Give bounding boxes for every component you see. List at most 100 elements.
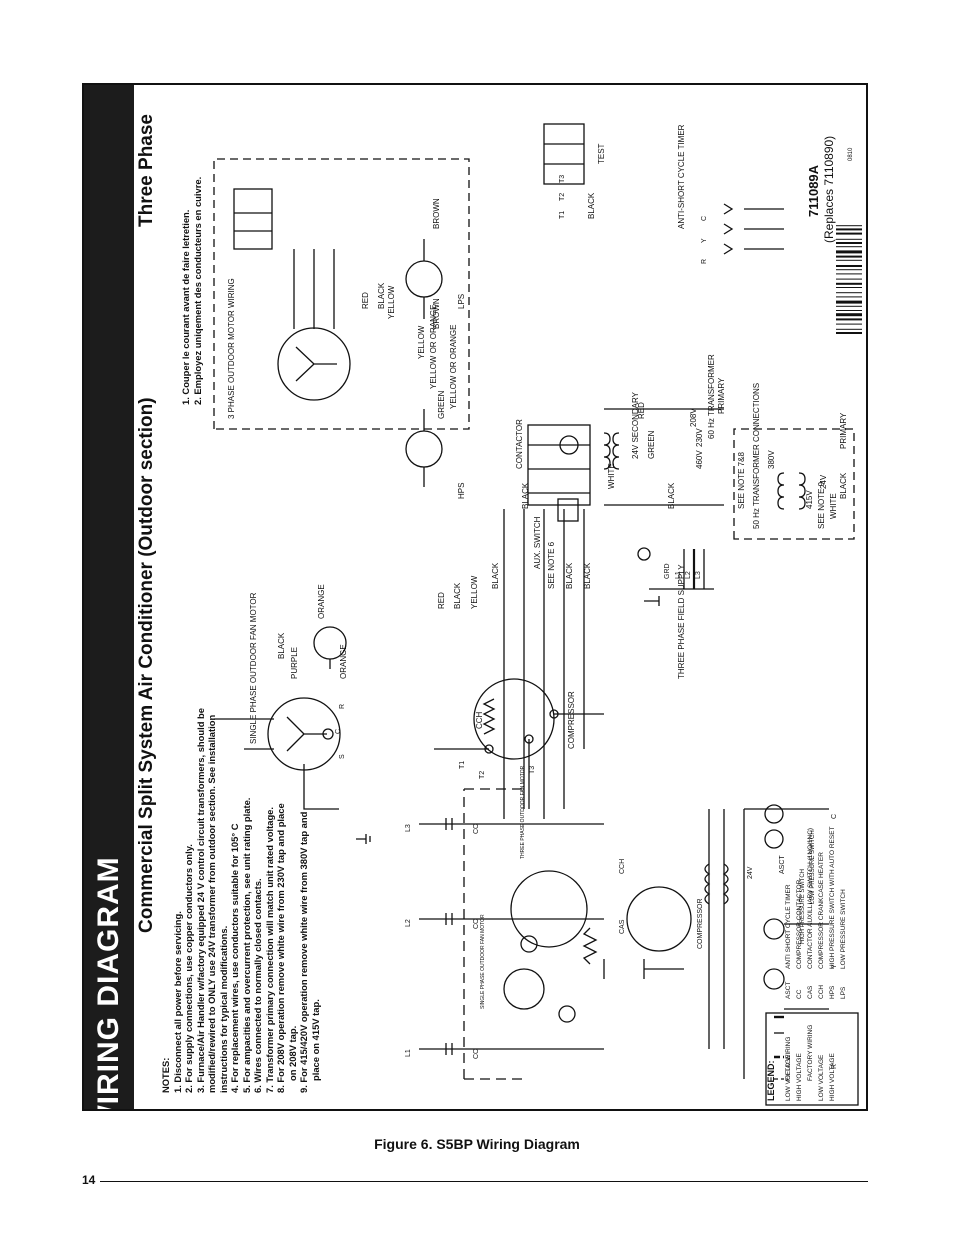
title-bar: WIRING DIAGRAM: [84, 85, 134, 1109]
barcode-bar: [836, 328, 862, 330]
schem-asct: ASCT: [779, 855, 786, 874]
barcode-bar: [836, 313, 862, 317]
barcode-bar: [836, 259, 862, 261]
page-number: 14: [82, 1173, 96, 1187]
barcode-bar: [836, 318, 862, 321]
barcode-bar: [836, 292, 862, 294]
transformer-50-label: 50 Hz TRANSFORMER CONNECTIONS: [752, 383, 761, 529]
v24-50: 24V: [819, 474, 828, 489]
barcode-bar: [836, 246, 862, 248]
legend-wiring-1-0: HIGH VOLTAGE: [796, 1053, 803, 1101]
barcode-bar: [836, 296, 862, 298]
legend-abbr-code-4: HPS: [829, 985, 836, 999]
schem-l2: L2: [405, 919, 412, 927]
asct-y: Y: [701, 238, 708, 243]
wire-orange-1: ORANGE: [339, 644, 348, 679]
barcode-bar: [836, 269, 862, 271]
schem-r: R: [831, 1064, 838, 1069]
wiring-diagram-sheet: WIRING DIAGRAM Commercial Split System A…: [82, 83, 868, 1111]
legend-title: LEGEND:: [766, 1060, 776, 1101]
barcode-bar: [836, 300, 862, 304]
wire-black-6: BLACK: [521, 482, 530, 509]
schem-cc-1: CC: [473, 1049, 480, 1059]
field-l2: L2: [685, 571, 692, 579]
rotated-diagram: Commercial Split System Air Conditioner …: [84, 85, 866, 1109]
wire-yellow-1: YELLOW: [470, 575, 479, 609]
legend-abbr-code-1: CC: [796, 989, 803, 999]
wire-yellow-orange-2: YELLOW OR ORANGE: [429, 305, 438, 389]
contactor-label: CONTACTOR: [515, 419, 524, 469]
fan-r: R: [339, 704, 346, 709]
schem-compressor: COMPRESSOR: [697, 898, 704, 949]
wire-green-2: GREEN: [437, 390, 446, 419]
barcode-bar: [836, 287, 862, 288]
legend-wiring-4-0: HIGH VOLTAGE: [829, 1053, 836, 1101]
wire-orange-2: ORANGE: [317, 584, 326, 619]
fan-c: C: [335, 729, 342, 734]
fan-s: S: [339, 754, 346, 759]
schem-fan1: SINGLE PHASE OUTDOOR FAN MOTOR: [480, 914, 486, 1009]
hps-label: HPS: [457, 483, 466, 499]
barcode-bar: [836, 238, 862, 240]
wire-green-1: GREEN: [647, 430, 656, 459]
primary-label-2: PRIMARY: [839, 412, 848, 449]
primary-label-1: PRIMARY: [717, 377, 726, 414]
asct-t3: T3: [559, 175, 566, 183]
schem-l3: L3: [405, 824, 412, 832]
barcode-bar: [836, 242, 862, 244]
schem-cch: CCH: [619, 859, 626, 874]
asct-t2: T2: [559, 193, 566, 201]
legend-wiring-2-1: FACTORY WIRING: [807, 1025, 814, 1081]
barcode-bar: [836, 255, 862, 258]
barcode-bar: [836, 282, 862, 285]
see-note-78: SEE NOTE 7&8: [737, 452, 746, 509]
barcode-bar: [836, 273, 862, 275]
legend-abbr-desc-0: ANTI SHORT CYCLE TIMER: [785, 884, 792, 969]
wire-black-3: BLACK: [491, 562, 500, 589]
figure-caption: Figure 6. S5BP Wiring Diagram: [374, 1136, 580, 1152]
schem-c: C: [831, 814, 838, 819]
legend-abbr-desc-3: COMPRESSOR CRANKCASE HEATER: [818, 852, 825, 969]
asct-r: R: [701, 259, 708, 264]
field-supply-label: THREE PHASE FIELD SUPPLY: [677, 564, 686, 679]
footer-rule: [100, 1181, 868, 1182]
legend-abbr-desc-5: LOW PRESSURE SWITCH: [840, 889, 847, 969]
field-l3: L3: [695, 571, 702, 579]
wire-purple: PURPLE: [290, 647, 299, 679]
legend-abbr-code-3: CCH: [818, 985, 825, 999]
wire-red-1: RED: [437, 592, 446, 609]
wire-yellow-3: YELLOW: [417, 325, 426, 359]
barcode-bar: [836, 310, 862, 311]
v230: 230V: [695, 428, 704, 447]
wire-brown-1: BROWN: [432, 298, 441, 329]
legend-wiring-3-0: LOW VOLTAGE: [818, 1054, 825, 1101]
schem-cas: CAS: [619, 919, 626, 934]
v415: 415V: [805, 490, 814, 509]
wire-black-2: BLACK: [453, 582, 462, 609]
wiring-schematic: L1 L2 L3 CC CC CC CAS CCH COMPRESSOR 24V…: [213, 123, 862, 1106]
legend-abbr-desc-2: CONTACTOR AUXILLIARY SWITCH (1NO/1NC): [807, 828, 814, 969]
schem-cc-3: CC: [473, 824, 480, 834]
see-note-6: SEE NOTE 6: [547, 541, 556, 589]
barcode-bar: [836, 232, 862, 235]
v208: 208V: [689, 408, 698, 427]
v380: 380V: [767, 450, 776, 469]
fan-motor-title: SINGLE PHASE OUTDOOR FAN MOTOR: [249, 592, 258, 744]
asct-c: C: [701, 216, 708, 221]
legend-abbr-desc-4: HIGH PRESSURE SWITCH WITH AUTO RESET: [829, 826, 836, 969]
wire-red-2: RED: [637, 402, 646, 419]
legend-wiring-0-1: FIELD WIRING: [785, 1037, 792, 1081]
comp-t1: T1: [459, 761, 466, 769]
barcode-bar: [836, 305, 862, 307]
test-label: TEST: [597, 143, 606, 164]
wire-black-1: BLACK: [277, 632, 286, 659]
wire-black-7: BLACK: [667, 482, 676, 509]
barcode-bar: [836, 323, 862, 325]
barcode-bar: [836, 225, 862, 227]
schem-low-ps: LOW PRESSURE SWITCH: [810, 830, 816, 904]
schem-y: Y: [831, 964, 838, 969]
lps-label: LPS: [457, 294, 466, 309]
barcode-bar: [836, 265, 862, 267]
wire-white-1: WHITE: [607, 463, 616, 489]
legend-abbr-code-0: ASCT: [785, 982, 792, 999]
